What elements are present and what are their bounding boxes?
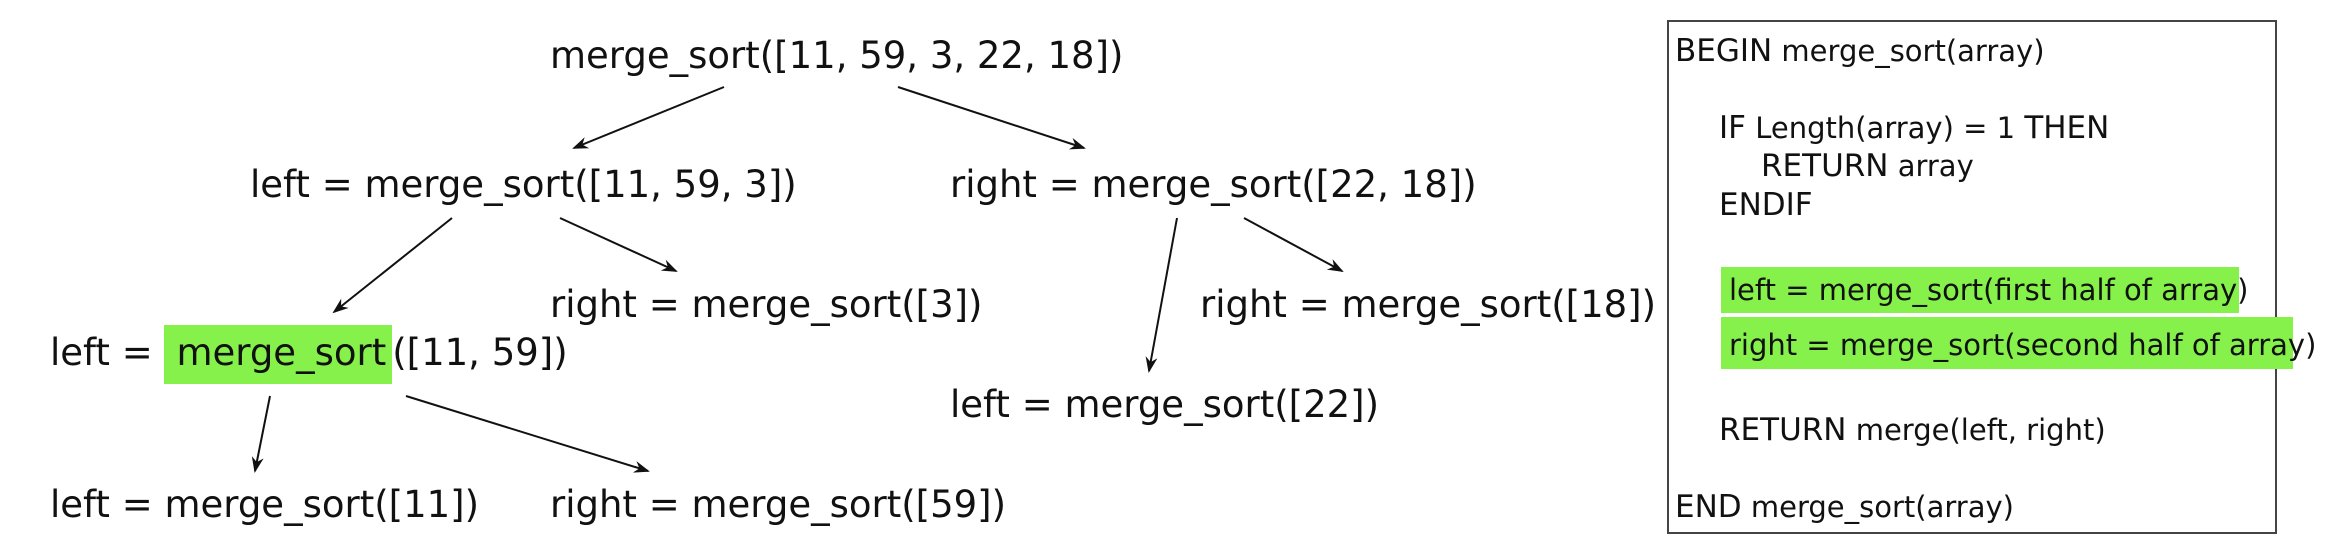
return-keyword: RETURN — [1761, 148, 1889, 184]
line-return: RETURN array — [1761, 151, 1974, 182]
return-merge-keyword: RETURN — [1719, 412, 1847, 448]
node-l2-mid-right: right = merge_sort([3]) — [550, 283, 983, 326]
node-root: merge_sort([11, 59, 3, 22, 18]) — [550, 34, 1124, 77]
arrow-l2left-to-left — [251, 395, 271, 473]
node-l2-r-left: left = merge_sort([22]) — [950, 383, 1380, 426]
line-end: END merge_sort(array) — [1675, 492, 2014, 523]
begin-rest: merge_sort(array) — [1772, 34, 2045, 68]
pseudocode-panel: BEGIN merge_sort(array) IF Length(array)… — [1667, 20, 2316, 534]
end-rest: merge_sort(array) — [1741, 490, 2014, 524]
node-l2-r-right: right = merge_sort([18]) — [1200, 283, 1657, 326]
end-keyword: END — [1675, 489, 1742, 525]
if-keyword: IF — [1719, 110, 1746, 146]
arrow-root-to-right — [897, 86, 1086, 150]
line-right-recursion: right = merge_sort(second half of array) — [1729, 328, 2317, 362]
arrow-l1left-to-right — [559, 217, 678, 272]
highlight-left-line — [1721, 267, 2239, 313]
arrow-root-to-left — [572, 86, 725, 149]
highlighted-merge-sort-call: merge_sort — [164, 325, 393, 384]
line-endif: ENDIF — [1719, 187, 1813, 223]
arrow-l1right-to-left — [1145, 217, 1178, 373]
node-l3-right: right = merge_sort([59]) — [550, 483, 1007, 526]
node-l2-left: left = merge_sort([11, 59]) — [50, 325, 568, 384]
node-l3-left: left = merge_sort([11]) — [50, 483, 480, 526]
if-condition: Length(array) = 1 — [1745, 111, 2025, 145]
arrow-l1left-to-left — [332, 217, 453, 314]
node-l1-right: right = merge_sort([22, 18]) — [950, 163, 1477, 206]
return-merge-call: merge(left, right) — [1846, 413, 2106, 447]
line-left-recursion: left = merge_sort(first half of array) — [1729, 273, 2249, 307]
arrow-l1right-to-right — [1243, 217, 1344, 272]
then-keyword: THEN — [2024, 110, 2110, 146]
highlight-right-line — [1721, 317, 2293, 369]
node-l2-left-prefix: left = — [50, 331, 165, 374]
begin-keyword: BEGIN — [1675, 33, 1773, 69]
line-if: IF Length(array) = 1 THEN — [1719, 113, 2109, 144]
arrow-l2left-to-right — [405, 395, 650, 473]
return-value: array — [1888, 149, 1974, 183]
node-l1-left: left = merge_sort([11, 59, 3]) — [250, 163, 797, 206]
line-begin: BEGIN merge_sort(array) — [1675, 36, 2045, 67]
line-return-merge: RETURN merge(left, right) — [1719, 415, 2106, 446]
node-l2-left-args: ([11, 59]) — [392, 331, 568, 374]
